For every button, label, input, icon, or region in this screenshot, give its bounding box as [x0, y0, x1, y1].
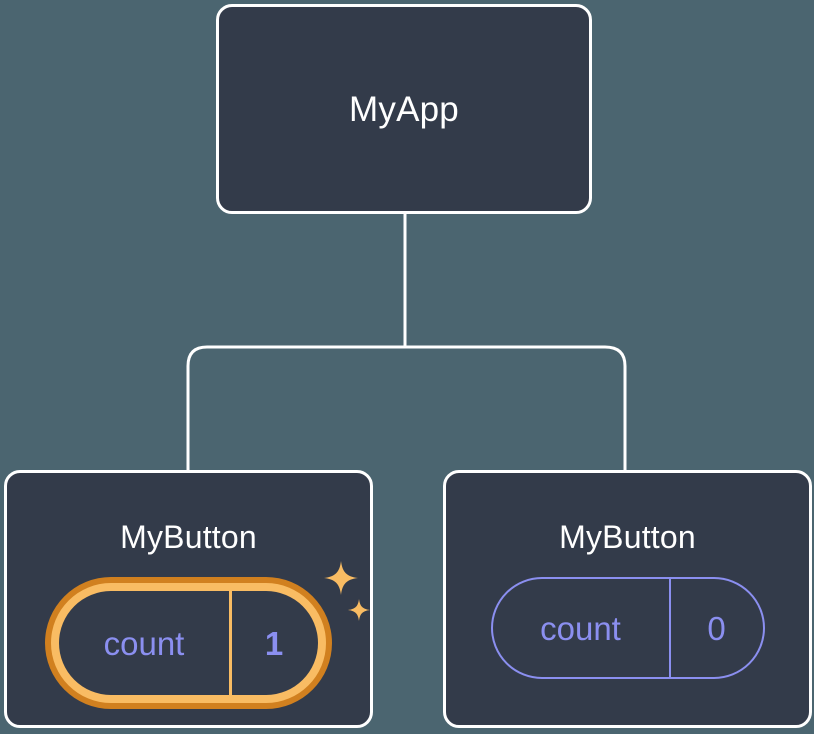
state-value-right: 0 — [668, 579, 763, 677]
state-key-right: count — [540, 609, 621, 647]
state-pill-plain[interactable]: count 0 — [490, 577, 765, 679]
state-key-left: count — [103, 624, 185, 662]
state-pill-wrap-left: count 1 — [45, 561, 370, 709]
tree-node-root[interactable]: MyApp — [216, 4, 592, 214]
state-value-left: 1 — [229, 591, 316, 695]
sparkle-small-icon — [348, 599, 370, 621]
tree-node-child-left[interactable]: MyButton count 1 — [4, 470, 373, 728]
node-title-child-left: MyButton — [120, 519, 257, 555]
sparkle-large-icon — [324, 561, 358, 595]
state-pill-core: count 1 — [59, 591, 318, 695]
state-pill-highlighted[interactable]: count 1 — [45, 577, 332, 709]
tree-node-child-right[interactable]: MyButton count 0 — [443, 470, 812, 728]
state-pill-wrap-right: count 0 — [490, 577, 765, 679]
node-title-root: MyApp — [349, 89, 459, 129]
highlight-ring-inner: count 1 — [51, 583, 326, 703]
node-title-child-right: MyButton — [559, 519, 696, 555]
